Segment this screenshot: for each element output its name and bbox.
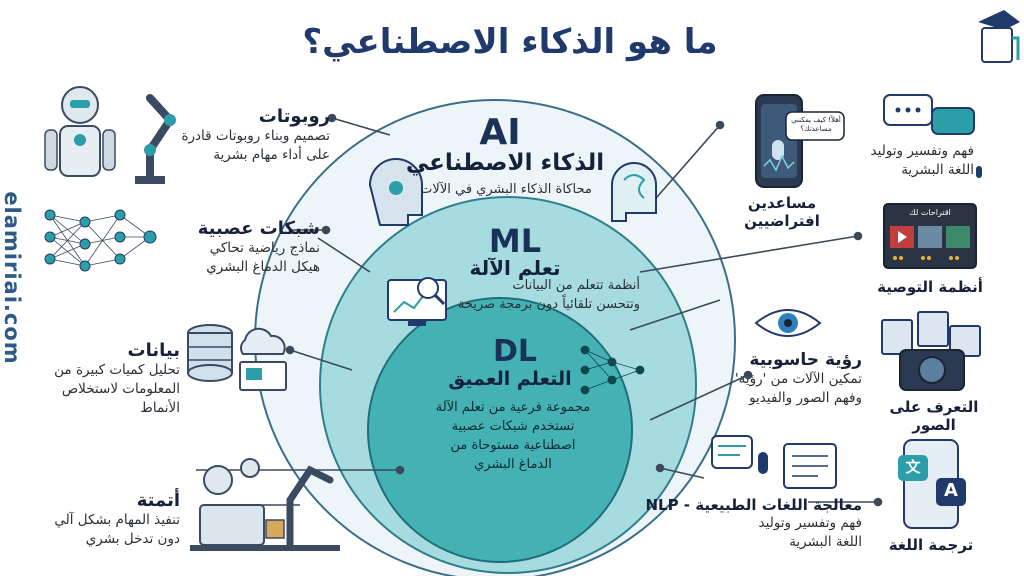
brand-logo-icon: [978, 10, 1020, 63]
nlp-title: معالجة اللغات الطبيعية - NLP: [645, 496, 862, 514]
nlp-chat-icon: [711, 435, 837, 489]
ai-abbr: AI: [479, 112, 521, 153]
recommendation-screen-icon: [883, 203, 977, 269]
nlp-block: معالجة اللغات الطبيعية - NLP فهم وتفسير …: [640, 496, 862, 552]
database-icon: [187, 324, 287, 391]
vision-title: رؤية حاسوبية: [749, 350, 862, 370]
dl-desc: مجموعة فرعية من تعلم الآلة تستخدم شبكات …: [435, 400, 591, 472]
image-rec-title: التعرف على الصور: [889, 398, 979, 434]
dl-name: التعلم العميق: [448, 368, 572, 390]
data-desc-2: المعلومات لاستخلاص: [61, 381, 180, 397]
data-desc-1: تحليل كميات كبيرة من: [54, 362, 180, 378]
automation-icon: [190, 458, 340, 551]
nlp-desc-2: اللغة البشرية: [789, 534, 862, 550]
chat-desc: فهم وتفسير وتوليد اللغة البشرية: [870, 143, 974, 178]
robots-block: روبوتات تصميم وبناء روبوتات قادرة على أد…: [170, 106, 330, 165]
vision-desc-1: تمكين الآلات من 'رؤية': [734, 371, 862, 387]
assistants-title: مساعدين افتراضيين: [744, 194, 820, 230]
recommend-title: أنظمة التوصية: [877, 278, 983, 296]
dl-circle: [367, 297, 633, 563]
phone-assistant-icon: [755, 94, 845, 188]
ai-head-icon: [368, 158, 657, 226]
recommend-screen-label: اقتراحات لك: [909, 208, 951, 217]
robots-desc-1: تصميم وبناء روبوتات قادرة: [181, 128, 330, 144]
data-desc-3: الأنماط: [140, 400, 180, 416]
robots-desc-2: على أداء مهام بشرية: [213, 147, 330, 163]
translate-title: ترجمة اللغة: [888, 536, 974, 554]
networks-title: شبكات عصبية: [197, 218, 320, 239]
vision-desc-2: وفهم الصور والفيديو: [749, 390, 862, 406]
data-block: بيانات تحليل كميات كبيرة من المعلومات لا…: [30, 340, 180, 418]
translate-glyph-1: 文: [905, 458, 921, 476]
dl-network-icon: [580, 345, 645, 395]
side-url: elamiriai.com: [0, 191, 24, 365]
camera-photos-icon: [881, 311, 981, 391]
ml-desc: أنظمة تتعلم من البيانات وتتحسن تلقائياً …: [457, 278, 640, 312]
ai-name: الذكاء الاصطناعي: [405, 150, 605, 176]
ai-desc: محاكاة الذكاء البشري في الآلات: [420, 182, 592, 197]
translate-glyph-2: A: [944, 480, 958, 501]
networks-desc-2: هيكل الدماغ البشري: [206, 259, 320, 275]
nlp-desc-1: فهم وتفسير وتوليد: [758, 515, 862, 531]
ml-name: تعلم الآلة: [469, 256, 561, 280]
ml-monitor-icon: [387, 277, 447, 326]
automation-block: أتمتة تنفيذ المهام بشكل آلي دون تدخل بشر…: [30, 490, 180, 549]
automation-desc-2: دون تدخل بشري: [85, 531, 180, 547]
automation-desc-1: تنفيذ المهام بشكل آلي: [54, 512, 180, 528]
dl-abbr: DL: [492, 334, 538, 369]
vision-block: رؤية حاسوبية تمكين الآلات من 'رؤية' وفهم…: [712, 350, 862, 408]
chat-bubbles-icon: [883, 94, 982, 178]
robots-title: روبوتات: [258, 106, 330, 127]
translation-phone-icon: [898, 439, 966, 529]
page-title: ما هو الذكاء الاصطناعي؟: [302, 22, 718, 62]
assistant-bubble: أهلاً! كيف يمكنني مساعدتك؟: [791, 116, 841, 133]
data-title: بيانات: [127, 340, 180, 361]
automation-title: أتمتة: [136, 490, 180, 511]
robot-icon: [44, 86, 176, 184]
ml-abbr: ML: [488, 222, 542, 260]
networks-desc-1: نماذج رياضية تحاكي: [209, 240, 320, 256]
neural-network-icon: [44, 209, 157, 272]
networks-block: شبكات عصبية نماذج رياضية تحاكي هيكل الدم…: [160, 218, 320, 277]
eye-icon: [754, 309, 822, 337]
